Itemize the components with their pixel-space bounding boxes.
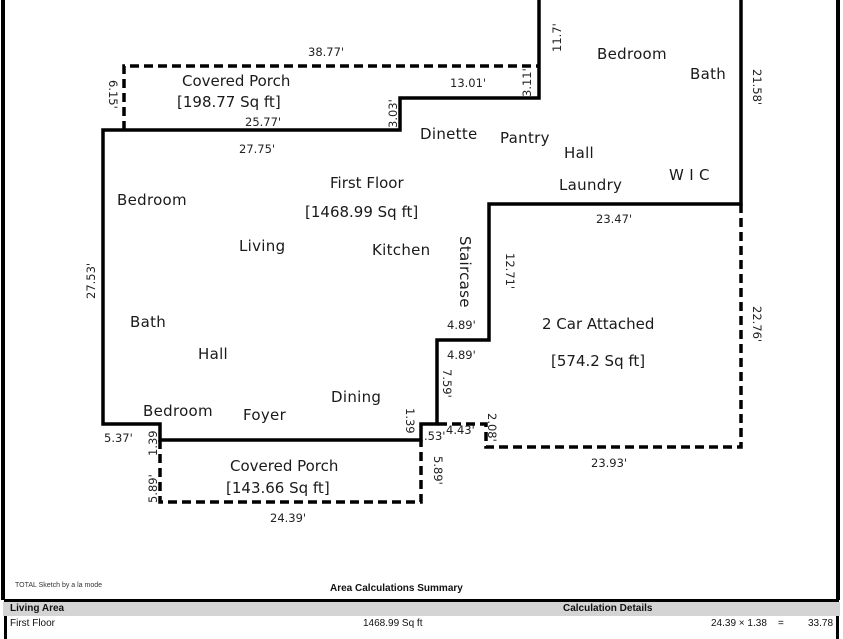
garage-outline xyxy=(437,204,743,449)
area-sqft-covered-porch-top: [198.77 Sq ft] xyxy=(177,93,281,111)
area-sqft-garage: [574.2 Sq ft] xyxy=(551,352,646,370)
area-name-garage: 2 Car Attached xyxy=(542,315,655,333)
room-label-bedroom-sw: Bedroom xyxy=(143,402,213,420)
room-label-hall-n: Hall xyxy=(564,144,595,162)
area-sqft-first-floor: [1468.99 Sq ft] xyxy=(305,203,419,221)
row-area: 1468.99 Sq ft xyxy=(363,618,423,629)
first-floor-outline xyxy=(101,0,743,442)
room-label-living: Living xyxy=(239,237,286,255)
header-calculation-details: Calculation Details xyxy=(563,603,653,614)
covered-porch-bottom-outline xyxy=(158,440,423,504)
area-name-covered-porch-bottom: Covered Porch xyxy=(230,457,339,475)
dimension-label: .53' xyxy=(424,429,446,443)
row-result: 33.78 xyxy=(808,618,834,629)
dimension-label: 25.77' xyxy=(245,115,282,129)
area-summary-title: Area Calculations Summary xyxy=(330,583,463,594)
dimension-label: 11.7' xyxy=(550,23,564,52)
room-label-wic: W I C xyxy=(669,166,710,184)
dimension-label: 24.39' xyxy=(270,511,307,525)
sketch-credit: TOTAL Sketch by a la mode xyxy=(15,582,103,589)
room-label-bedroom-w: Bedroom xyxy=(117,191,187,209)
dimension-label: 23.47' xyxy=(596,212,633,226)
dimension-label: 22.76' xyxy=(750,306,764,343)
room-label-dinette: Dinette xyxy=(420,125,478,143)
room-label-dining: Dining xyxy=(331,388,382,406)
dimension-label: 27.53' xyxy=(84,262,98,299)
row-equals: = xyxy=(778,618,784,629)
area-name-first-floor: First Floor xyxy=(330,174,404,192)
dimension-label: 5.89' xyxy=(146,474,160,503)
dimension-label: 4.43' xyxy=(446,423,475,437)
dimension-label: 6.15' xyxy=(106,80,120,109)
room-label-bedroom-ne: Bedroom xyxy=(597,45,667,63)
dimension-label: 4.89' xyxy=(447,318,476,332)
dimension-label: 27.75' xyxy=(239,142,276,156)
room-label-bath-ne: Bath xyxy=(690,65,727,83)
dimension-label: 7.59' xyxy=(440,369,454,398)
dimension-label: 5.37' xyxy=(104,431,133,445)
table-row: First Floor 1468.99 Sq ft 24.39 × 1.38 =… xyxy=(3,617,840,631)
dimension-label: 23.93' xyxy=(591,456,628,470)
covered-porch-top-outline xyxy=(122,64,539,130)
room-label-staircase: Staircase xyxy=(456,236,474,308)
dimension-label: 5.89' xyxy=(431,456,445,485)
dimension-label: 3.03' xyxy=(386,99,400,128)
dimension-label: 13.01' xyxy=(450,76,487,90)
area-calculations-table-frame xyxy=(4,599,839,639)
dimension-label: 1.39 xyxy=(403,408,417,434)
room-label-foyer: Foyer xyxy=(243,406,287,424)
dimension-label: 12.71' xyxy=(503,253,517,290)
area-table-header: Living Area Calculation Details xyxy=(3,602,840,616)
row-calc: 24.39 × 1.38 xyxy=(711,618,767,629)
room-label-laundry: Laundry xyxy=(559,176,623,194)
room-label-hall-s: Hall xyxy=(198,345,229,363)
row-name: First Floor xyxy=(10,618,55,629)
dimension-label: 2.08' xyxy=(485,413,499,442)
room-label-kitchen: Kitchen xyxy=(372,241,431,259)
dimension-label: 38.77' xyxy=(308,45,345,59)
room-label-bath-w: Bath xyxy=(130,313,167,331)
dimension-label: 1.39 xyxy=(146,430,160,456)
header-living-area: Living Area xyxy=(10,603,65,614)
dimension-label: 3.11' xyxy=(520,68,534,97)
area-name-covered-porch-top: Covered Porch xyxy=(182,72,291,90)
dimension-label: 21.58' xyxy=(750,69,764,106)
room-label-pantry: Pantry xyxy=(500,129,550,147)
area-sqft-covered-porch-bottom: [143.66 Sq ft] xyxy=(226,479,330,497)
dimension-label: 4.89' xyxy=(447,348,476,362)
